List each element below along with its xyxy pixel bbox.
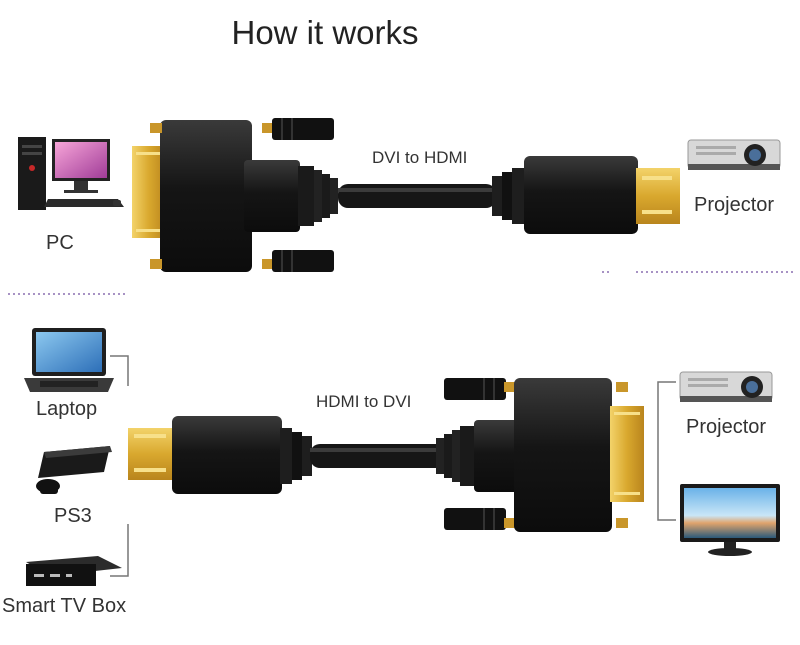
bottom-cable-label: HDMI to DVI [316,392,412,411]
laptop-label: Laptop [36,398,98,420]
projector-icon-top [687,139,781,170]
smart-tv-box-label: Smart TV Box [2,595,127,617]
cable-top [338,184,496,208]
top-projector-label: Projector [694,194,775,216]
top-cable-label: DVI to HDMI [372,148,468,167]
hdmi-connector-top [492,156,680,234]
monitor-icon [680,484,780,556]
page-title: How it works [231,14,419,51]
bottom-projector-label: Projector [686,416,767,438]
dvi-connector-bottom [436,378,644,532]
ps3-icon [36,446,112,494]
smart-tv-box-icon [26,556,122,586]
cable-bottom [310,444,446,468]
source-bracket [110,355,129,577]
pc-icon [18,137,124,210]
laptop-icon [24,328,114,392]
pc-label: PC [46,232,74,254]
hdmi-connector-bottom [128,416,312,494]
ps3-label: PS3 [54,505,92,527]
dvi-connector-top [132,118,338,272]
projector-icon-bottom [679,371,773,402]
target-bracket [657,381,676,521]
